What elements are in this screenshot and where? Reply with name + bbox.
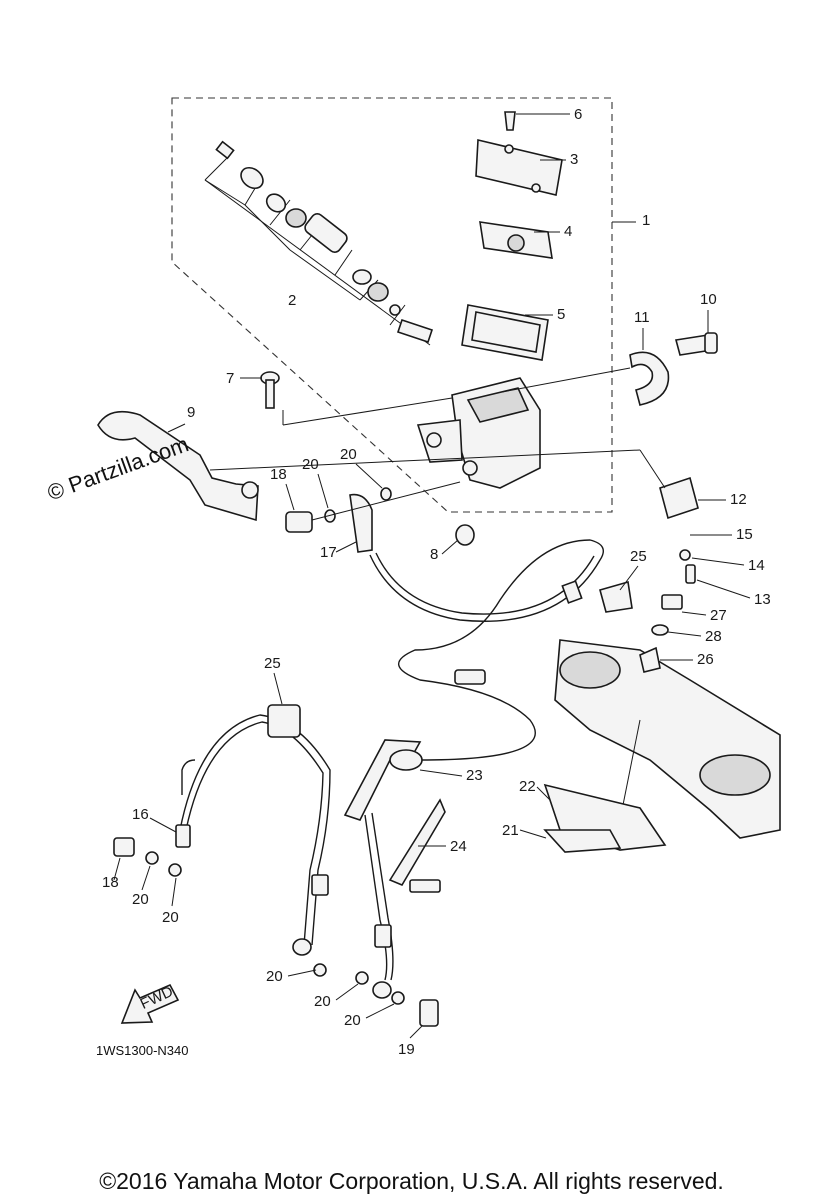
callout-16: 16 bbox=[132, 806, 149, 823]
callout-18a: 18 bbox=[270, 466, 287, 483]
bolt-7 bbox=[260, 371, 453, 426]
bracket-21-22 bbox=[543, 783, 667, 853]
callout-10: 10 bbox=[700, 291, 717, 308]
banjo-connection-lower bbox=[113, 837, 439, 1027]
callout-20g: 20 bbox=[344, 1012, 361, 1029]
callout-9: 9 bbox=[187, 404, 195, 421]
brake-switch bbox=[639, 449, 699, 584]
upper-bracket bbox=[554, 639, 781, 839]
callout-20e: 20 bbox=[266, 968, 283, 985]
callout-14: 14 bbox=[748, 557, 765, 574]
callout-20f: 20 bbox=[314, 993, 331, 1010]
brake-hose-upper bbox=[369, 539, 604, 761]
banjo-connection-upper bbox=[285, 481, 475, 553]
callout-22: 22 bbox=[519, 778, 536, 795]
callout-8: 8 bbox=[430, 546, 438, 563]
callout-15: 15 bbox=[736, 526, 753, 543]
callout-17: 17 bbox=[320, 544, 337, 561]
brake-hose-lower bbox=[175, 704, 394, 999]
diagram-code: 1WS1300-N340 bbox=[96, 1043, 189, 1058]
copyright-footer: ©2016 Yamaha Motor Corporation, U.S.A. A… bbox=[99, 1168, 724, 1194]
callout-labels: 1 2 3 4 5 6 7 8 9 10 11 12 13 14 15 16 1… bbox=[102, 106, 771, 1058]
hose-holder bbox=[599, 580, 683, 673]
callout-25a: 25 bbox=[630, 548, 647, 565]
callout-25b: 25 bbox=[264, 655, 281, 672]
callout-19: 19 bbox=[398, 1041, 415, 1058]
callout-12: 12 bbox=[730, 491, 747, 508]
callout-21: 21 bbox=[502, 822, 519, 839]
master-cylinder-body bbox=[416, 377, 541, 489]
callout-11: 11 bbox=[634, 309, 650, 326]
callout-13: 13 bbox=[754, 591, 771, 608]
callout-28: 28 bbox=[705, 628, 722, 645]
fwd-arrow-icon: FWD bbox=[120, 983, 180, 1024]
callout-3: 3 bbox=[570, 151, 578, 168]
callout-5: 5 bbox=[557, 306, 565, 323]
callout-2: 2 bbox=[288, 292, 296, 309]
callout-27: 27 bbox=[710, 607, 727, 624]
piston-kit bbox=[204, 140, 434, 346]
callout-20b: 20 bbox=[340, 446, 357, 463]
callout-26: 26 bbox=[697, 651, 714, 668]
callout-1: 1 bbox=[642, 212, 650, 229]
callout-20a: 20 bbox=[302, 456, 319, 473]
callout-18b: 18 bbox=[102, 874, 119, 891]
callout-20d: 20 bbox=[162, 909, 179, 926]
assembly-outline bbox=[171, 97, 613, 513]
callout-6: 6 bbox=[574, 106, 582, 123]
callout-20c: 20 bbox=[132, 891, 149, 908]
callout-4: 4 bbox=[564, 223, 572, 240]
callout-7: 7 bbox=[226, 370, 234, 387]
callout-23: 23 bbox=[466, 767, 483, 784]
handlebar-clamp bbox=[501, 332, 718, 406]
callout-24: 24 bbox=[450, 838, 467, 855]
brackets-23-24 bbox=[343, 739, 446, 893]
reservoir-cap bbox=[461, 111, 563, 361]
brake-lever bbox=[97, 410, 641, 522]
